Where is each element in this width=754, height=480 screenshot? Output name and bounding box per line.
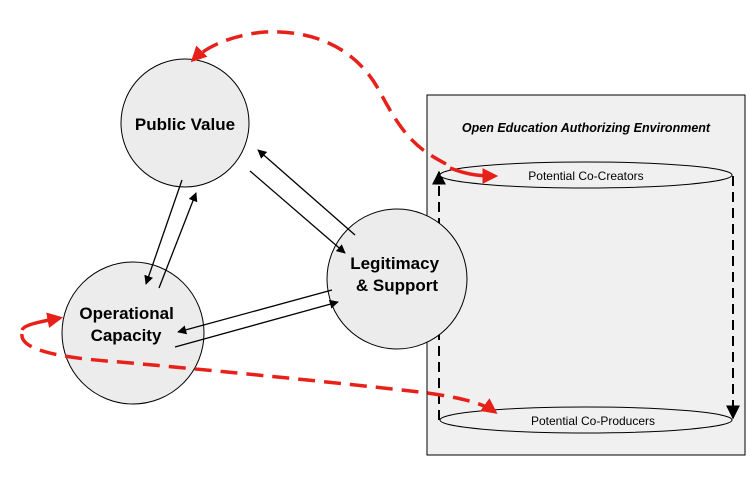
public-value-node — [120, 58, 250, 188]
red-arrow-to-public-value — [190, 30, 447, 166]
red-arrow-to-co-producers — [20, 333, 498, 414]
legitimacy-support-line-2: & Support — [356, 276, 438, 295]
co-producers-ellipse — [439, 406, 733, 434]
arrow-legitimacy-to-public-value — [257, 149, 356, 236]
arrow-capacity-to-public-value — [158, 192, 198, 289]
operational-capacity-line-1: Operational — [79, 304, 173, 323]
operational-capacity-line-2: Capacity — [91, 326, 162, 345]
arrow-public-value-to-capacity — [144, 179, 183, 285]
public-value-label: Public Value — [135, 115, 235, 134]
legitimacy-support-line-1: Legitimacy — [350, 254, 439, 273]
co-creators-label: Potential Co-Creators — [528, 169, 643, 183]
legitimacy-support-node — [326, 208, 468, 350]
arrow-public-value-to-legitimacy — [249, 170, 346, 254]
red-arrow-to-co-creators — [449, 166, 499, 184]
operational-capacity-label: Operational Capacity — [79, 304, 178, 345]
operational-capacity-node — [61, 261, 205, 405]
arrow-capacity-to-legitimacy — [174, 299, 339, 348]
red-arrow-to-operational-capacity — [20, 312, 64, 332]
co-creators-ellipse — [439, 161, 733, 189]
co-producers-label: Potential Co-Producers — [531, 414, 655, 428]
legitimacy-support-label: Legitimacy & Support — [350, 254, 444, 295]
arrow-legitimacy-to-capacity — [177, 289, 333, 335]
authorizing-environment-box — [426, 94, 746, 456]
environment-title: Open Education Authorizing Environment — [462, 121, 711, 135]
